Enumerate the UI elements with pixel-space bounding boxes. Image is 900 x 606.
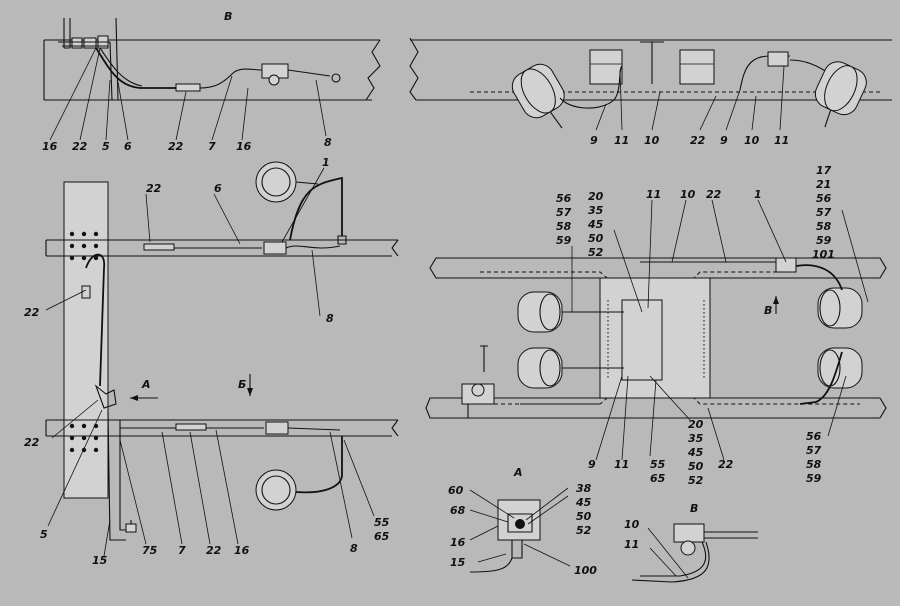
label-p1-6: 6 — [124, 140, 132, 153]
label-p2-11: 11 — [614, 134, 629, 147]
label-p3-16: 16 — [234, 544, 250, 557]
label-p4-20b: 20 — [688, 418, 704, 431]
label-p3-8: 8 — [326, 312, 334, 325]
label-p5-15: 15 — [450, 556, 466, 569]
label-p4-1a: 1 — [754, 188, 762, 201]
label-p4-20a: 20 — [588, 190, 604, 203]
label-p5-16: 16 — [450, 536, 466, 549]
label-p4-11a: 11 — [646, 188, 661, 201]
panel-plan-view-left: А Б 22 6 1 22 8 22 5 15 75 7 22 16 8 55 … — [24, 156, 399, 567]
label-p4-56c: 56 — [806, 430, 822, 443]
label-p4-59c: 59 — [806, 472, 822, 485]
label-p4-59a: 59 — [556, 234, 572, 247]
label-p3-7: 7 — [178, 544, 186, 557]
label-p3-22: 22 — [146, 182, 162, 195]
panel-detail-v: В 10 11 — [624, 502, 758, 583]
label-p3-6: 6 — [214, 182, 222, 195]
label-p4-57a: 57 — [556, 206, 572, 219]
label-p5-100: 100 — [574, 564, 597, 577]
label-p2-11b: 11 — [774, 134, 789, 147]
label-p4-50b: 50 — [688, 460, 704, 473]
label-p2-10b: 10 — [744, 134, 760, 147]
label-p3-1: 1 — [322, 156, 330, 169]
label-p2-22: 22 — [690, 134, 706, 147]
label-p4-56b: 56 — [816, 192, 832, 205]
label-p1-8: 8 — [324, 136, 332, 149]
label-p4-35a: 35 — [588, 204, 604, 217]
label-p4-22a: 22 — [706, 188, 722, 201]
label-p4-56a: 56 — [556, 192, 572, 205]
label-p1-22: 22 — [72, 140, 88, 153]
label-p4-50a: 50 — [588, 232, 604, 245]
label-p1-16b: 16 — [236, 140, 252, 153]
view-title-v: В — [224, 10, 232, 23]
label-p3-22d: 22 — [206, 544, 222, 557]
label-p1-7: 7 — [208, 140, 216, 153]
label-p5-50: 50 — [576, 510, 592, 523]
label-p3-75: 75 — [142, 544, 158, 557]
label-p4-55: 55 — [650, 458, 666, 471]
label-p3-22c: 22 — [24, 436, 40, 449]
label-p4-21: 21 — [816, 178, 831, 191]
label-p4-57c: 57 — [806, 444, 822, 457]
label-p4-65: 65 — [650, 472, 666, 485]
label-p5-38: 38 — [576, 482, 592, 495]
arrow-b-label: Б — [238, 378, 246, 391]
label-p6-10: 10 — [624, 518, 640, 531]
label-p4-35b: 35 — [688, 432, 704, 445]
arrow-v-label: В — [764, 304, 772, 317]
label-p4-45a: 45 — [587, 218, 604, 231]
label-p1-5: 5 — [102, 140, 110, 153]
panel-plan-view-right: В 56 57 58 59 20 35 45 50 52 11 10 22 1 … — [425, 164, 887, 487]
label-p4-9: 9 — [588, 458, 596, 471]
label-p5-52: 52 — [576, 524, 592, 537]
label-p6-11: 11 — [624, 538, 639, 551]
label-p2-9b: 9 — [720, 134, 728, 147]
label-p4-58a: 58 — [556, 220, 572, 233]
label-p3-8b: 8 — [350, 542, 358, 555]
arrow-a-label: А — [141, 378, 151, 391]
label-p4-58b: 58 — [816, 220, 832, 233]
label-p5-60: 60 — [448, 484, 464, 497]
label-p2-10: 10 — [644, 134, 660, 147]
label-p4-52b: 52 — [688, 474, 704, 487]
label-p4-45b: 45 — [687, 446, 704, 459]
label-p3-5: 5 — [40, 528, 48, 541]
label-p3-65: 65 — [374, 530, 390, 543]
label-p4-52a: 52 — [588, 246, 604, 259]
label-p4-101: 101 — [812, 248, 835, 261]
panel-detail-a: А 60 68 16 15 38 45 50 52 100 — [448, 466, 597, 577]
label-p1-16: 16 — [42, 140, 58, 153]
label-p3-55: 55 — [374, 516, 390, 529]
label-p1-22b: 22 — [168, 140, 184, 153]
label-p4-59b: 59 — [816, 234, 832, 247]
label-p4-57b: 57 — [816, 206, 832, 219]
label-p3-22b: 22 — [24, 306, 40, 319]
label-p5-68: 68 — [450, 504, 466, 517]
label-p4-22b: 22 — [718, 458, 734, 471]
label-p4-58c: 58 — [806, 458, 822, 471]
label-p2-9: 9 — [590, 134, 598, 147]
view-title-a: А — [513, 466, 523, 479]
label-p4-11b: 11 — [614, 458, 629, 471]
view-title-v-bottom: В — [690, 502, 698, 515]
label-p4-17: 17 — [816, 164, 832, 177]
panel-side-view-top-right: 9 11 10 22 9 10 11 — [409, 37, 892, 147]
label-p4-10a: 10 — [680, 188, 696, 201]
label-p3-15: 15 — [92, 554, 108, 567]
label-p5-45: 45 — [575, 496, 592, 509]
panel-view-v-top: В 16 22 5 6 22 — [42, 10, 381, 153]
